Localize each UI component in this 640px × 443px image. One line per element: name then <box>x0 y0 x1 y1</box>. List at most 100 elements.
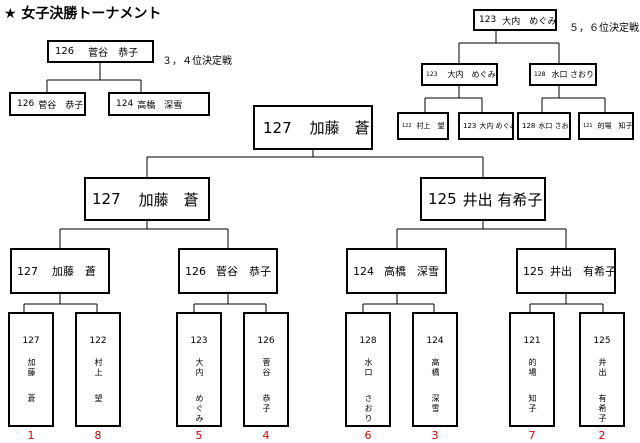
fifth-place-first-2: 123 大内 めぐみ <box>458 112 514 140</box>
semifinal-left-box: 127 加藤 蒼 <box>84 177 210 221</box>
page-title: ★ 女子決勝トーナメント <box>4 6 162 22</box>
player-number: 122 <box>402 123 412 129</box>
player-name: 高橋 深雪 <box>384 265 439 278</box>
player-given-name: さおり <box>364 394 373 424</box>
player-name: 村上 望 <box>416 122 445 130</box>
player-surname: 的場 <box>528 358 537 378</box>
final-winner-box: 127 加藤 蒼 <box>253 105 373 150</box>
player-given-name: 恭子 <box>262 394 271 414</box>
player-name: 水口 さおり <box>538 122 569 130</box>
player-number: 127 <box>92 190 121 208</box>
player-number: 128 <box>534 71 546 78</box>
connector-qf-3 <box>362 294 435 312</box>
player-number: 124 <box>116 99 134 109</box>
player-rank: 4 <box>262 429 270 442</box>
connector-qf-2 <box>193 294 267 312</box>
player-name: 菅谷 恭子 <box>216 265 271 278</box>
quarterfinal-box-4: 125 井出 有希子 <box>516 248 616 294</box>
player-rank: 3 <box>431 429 439 442</box>
player-number: 123 <box>190 336 208 346</box>
player-box: 127 加藤蒼 <box>8 312 54 427</box>
fifth-place-first-3: 128 水口 さおり <box>517 112 571 140</box>
connector-3rd-place <box>46 62 142 92</box>
quarterfinal-box-2: 126 菅谷 恭子 <box>178 248 278 294</box>
player-number: 127 <box>263 118 292 137</box>
fifth-place-winner-box: 123 大内 めぐみ <box>473 9 557 31</box>
quarterfinal-box-1: 127 加藤 蒼 <box>10 248 110 294</box>
player-number: 121 <box>583 123 593 129</box>
third-place-winner-box: 126 菅谷 恭子 <box>47 40 154 63</box>
player-number: 124 <box>426 336 444 346</box>
player-number: 126 <box>17 99 35 109</box>
player-name: 大内 めぐみ <box>502 16 557 27</box>
third-place-left-box: 126 菅谷 恭子 <box>9 92 86 116</box>
player-name: 加藤 蒼 <box>138 190 199 209</box>
player-given-name: 深雪 <box>431 394 440 414</box>
player-name: 加藤 蒼 <box>309 119 370 137</box>
quarterfinal-box-3: 124 高橋 深雪 <box>346 248 447 294</box>
player-number: 125 <box>428 190 457 208</box>
player-number: 127 <box>22 336 40 346</box>
third-place-right-box: 124 高橋 深雪 <box>108 92 210 116</box>
player-name: 水口 さおり <box>551 70 594 79</box>
player-surname: 加藤 <box>27 358 36 378</box>
player-surname: 菅谷 <box>262 358 271 378</box>
fifth-place-first-4: 121 的場 知子 <box>578 112 634 140</box>
player-number: 123 <box>479 15 497 25</box>
player-number: 128 <box>522 122 536 130</box>
player-given-name: 有希子 <box>598 394 607 424</box>
player-given-name: 知子 <box>528 394 537 414</box>
player-rank: 1 <box>27 429 35 442</box>
player-surname: 高橋 <box>431 358 440 378</box>
semifinal-right-box: 125 井出 有希子 <box>420 177 546 221</box>
player-number: 123 <box>426 71 438 78</box>
player-given-name: めぐみ <box>195 394 204 424</box>
player-box: 122 村上望 <box>75 312 121 427</box>
player-surname: 大内 <box>195 358 204 378</box>
player-name: 加藤 蒼 <box>52 265 96 278</box>
player-name: 井出 有希子 <box>550 265 616 278</box>
player-name: 高橋 深雪 <box>137 100 183 111</box>
fifth-place-label: ５，６位決定戦 <box>569 23 639 34</box>
player-number: 125 <box>523 264 544 278</box>
player-rank: 2 <box>598 429 606 442</box>
fifth-place-first-1: 122 村上 望 <box>397 112 449 140</box>
player-rank: 5 <box>195 429 203 442</box>
player-given-name: 望 <box>94 394 103 404</box>
player-box: 123 大内めぐみ <box>176 312 222 427</box>
connector-5th-place-final <box>458 30 560 63</box>
player-number: 128 <box>359 336 377 346</box>
connector-5th-place-right <box>541 86 606 112</box>
player-name: 菅谷 恭子 <box>38 100 84 111</box>
player-box: 124 高橋深雪 <box>412 312 458 427</box>
connector-5th-place-left <box>424 86 483 112</box>
connector-qf-1 <box>23 294 98 312</box>
player-number: 126 <box>185 264 206 278</box>
player-name: 大内 めぐみ <box>447 70 496 79</box>
player-number: 126 <box>55 46 75 57</box>
player-surname: 村上 <box>94 358 103 378</box>
player-name: 菅谷 恭子 <box>88 48 139 59</box>
player-box: 126 菅谷恭子 <box>243 312 289 427</box>
fifth-place-semi-left: 123 大内 めぐみ <box>421 63 498 86</box>
player-number: 124 <box>353 264 374 278</box>
player-rank: 8 <box>94 429 102 442</box>
player-rank: 6 <box>364 429 372 442</box>
player-number: 122 <box>89 336 107 346</box>
connector-semi-left <box>59 221 229 248</box>
player-name: 的場 知子 <box>597 122 633 130</box>
player-number: 127 <box>17 264 38 278</box>
player-name: 井出 有希子 <box>462 190 543 209</box>
player-surname: 井出 <box>598 358 607 378</box>
player-number: 126 <box>257 336 275 346</box>
player-given-name: 蒼 <box>27 394 36 404</box>
connector-qf-4 <box>529 294 604 312</box>
third-place-label: ３，４位決定戦 <box>162 56 232 67</box>
connector-semi-right <box>396 221 567 248</box>
player-name: 大内 めぐみ <box>479 122 514 130</box>
player-number: 121 <box>523 336 541 346</box>
